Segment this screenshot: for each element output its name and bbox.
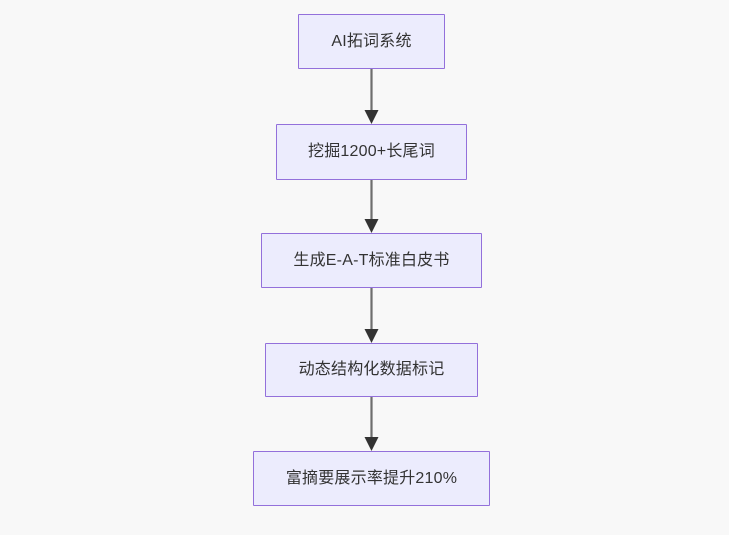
flow-node-ai-keyword-system[interactable]: AI拓词系统 xyxy=(298,14,445,69)
flow-node-label: 生成E-A-T标准白皮书 xyxy=(293,251,450,269)
edge-n3-n4 xyxy=(364,288,379,343)
flow-node-label: AI拓词系统 xyxy=(331,32,412,50)
flow-node-label: 挖掘1200+长尾词 xyxy=(308,143,435,161)
edge-n4-n5 xyxy=(364,397,379,451)
arrow-head-icon-n2-n3 xyxy=(364,219,379,233)
flow-node-label: 富摘要展示率提升210% xyxy=(285,469,458,487)
arrow-head-icon-n1-n2 xyxy=(364,110,379,124)
edge-n1-n2 xyxy=(364,69,379,124)
flow-node-generate-eat-whitepaper[interactable]: 生成E-A-T标准白皮书 xyxy=(261,233,482,288)
edge-n2-n3 xyxy=(364,180,379,233)
flow-node-dynamic-structured-data-markup[interactable]: 动态结构化数据标记 xyxy=(265,343,478,397)
flow-node-mine-longtail-keywords[interactable]: 挖掘1200+长尾词 xyxy=(276,124,467,180)
arrow-head-icon-n3-n4 xyxy=(364,329,379,343)
arrow-head-icon-n4-n5 xyxy=(364,437,379,451)
flow-node-rich-snippet-rate-increase[interactable]: 富摘要展示率提升210% xyxy=(253,451,490,506)
flow-node-label: 动态结构化数据标记 xyxy=(298,361,445,379)
